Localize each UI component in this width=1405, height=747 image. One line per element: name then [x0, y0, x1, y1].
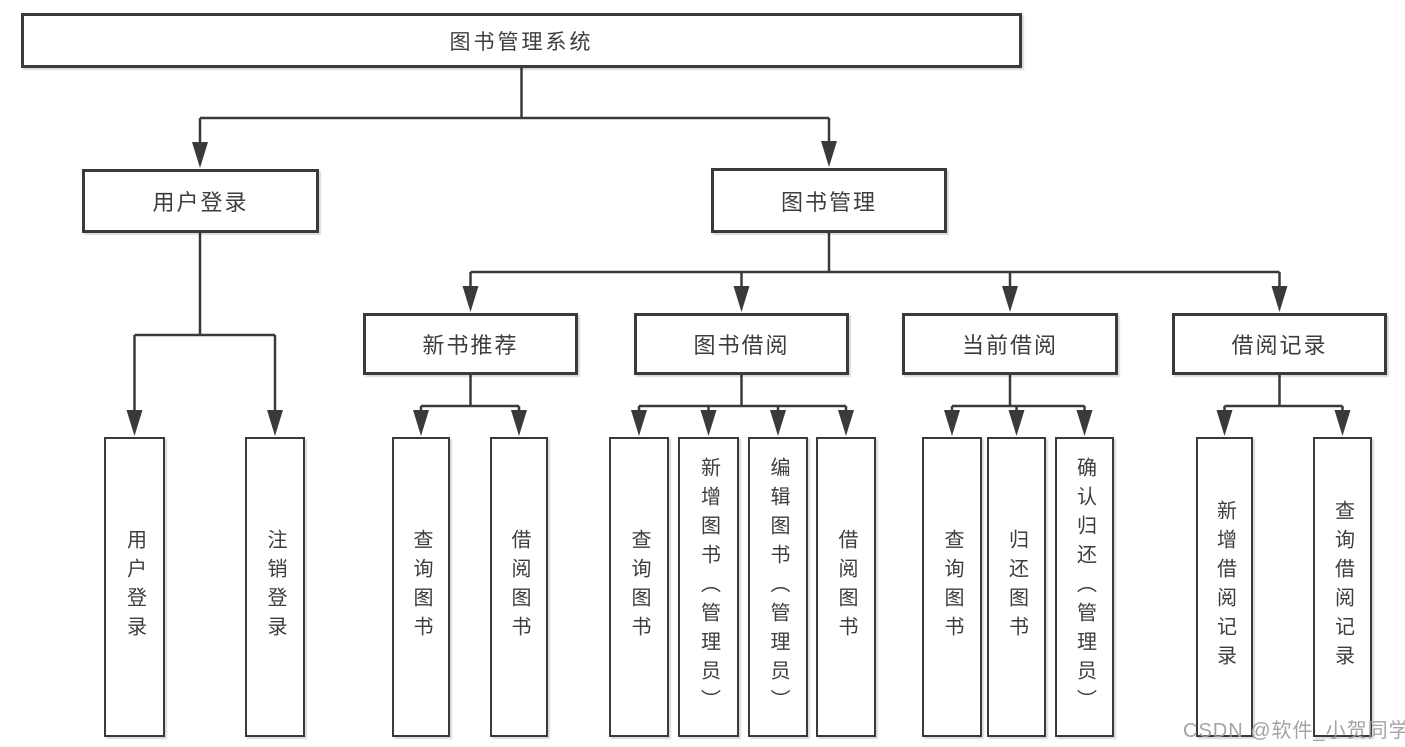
- arrowheads: [126, 141, 1351, 436]
- node-new-book-recommend: 新书推荐: [363, 313, 578, 375]
- leaf-borrow-books-2: 借阅图书: [816, 437, 876, 737]
- leaf-query-borrow-record: 查询借阅记录: [1313, 437, 1372, 737]
- leaf-add-borrow-record: 新增借阅记录: [1196, 437, 1253, 737]
- leaf-query-books-3: 查询图书: [922, 437, 982, 737]
- leaf-return-books: 归还图书: [987, 437, 1046, 737]
- node-label: 注销登录: [264, 529, 286, 645]
- connector-segments: [133, 68, 1344, 411]
- csdn-watermark: CSDN @软件_小贺同学: [1183, 720, 1405, 742]
- node-book-management: 图书管理: [711, 168, 947, 233]
- node-label: 查询图书: [410, 529, 432, 645]
- leaf-add-books-admin: 新增图书（管理员）: [678, 437, 739, 737]
- leaf-logout: 注销登录: [245, 437, 305, 737]
- node-book-borrow: 图书借阅: [634, 313, 849, 375]
- leaf-query-books-1: 查询图书: [392, 437, 450, 737]
- node-label: 当前借阅: [961, 333, 1058, 358]
- node-current-borrow: 当前借阅: [902, 313, 1118, 375]
- node-borrow-records: 借阅记录: [1172, 313, 1387, 375]
- leaf-edit-books-admin: 编辑图书（管理员）: [748, 437, 808, 737]
- node-label: 用户登录: [123, 529, 146, 645]
- node-label: 归还图书: [1005, 529, 1028, 645]
- node-label: 确认归还（管理员）: [1073, 456, 1096, 718]
- node-label: 新书推荐: [422, 333, 519, 358]
- node-system-root: 图书管理系统: [21, 13, 1022, 68]
- node-label: 编辑图书（管理员）: [767, 456, 789, 718]
- node-label: 查询借阅记录: [1331, 500, 1354, 674]
- node-label: 图书借阅: [693, 333, 790, 358]
- node-label: 图书管理系统: [449, 30, 594, 54]
- leaf-user-login: 用户登录: [104, 437, 165, 737]
- leaf-borrow-books-1: 借阅图书: [490, 437, 548, 737]
- node-label: 查询图书: [628, 529, 650, 645]
- node-label: 图书管理: [780, 189, 877, 215]
- leaf-query-books-2: 查询图书: [609, 437, 669, 737]
- node-label: 借阅记录: [1231, 333, 1328, 358]
- leaf-confirm-return-admin: 确认归还（管理员）: [1055, 437, 1114, 737]
- node-label: 借阅图书: [835, 529, 857, 645]
- node-label: 新增图书（管理员）: [697, 456, 720, 718]
- node-label: 查询图书: [941, 529, 963, 645]
- node-label: 新增借阅记录: [1213, 500, 1236, 674]
- node-user-login-branch: 用户登录: [82, 169, 319, 233]
- node-label: 借阅图书: [508, 529, 530, 645]
- node-label: 用户登录: [152, 190, 249, 215]
